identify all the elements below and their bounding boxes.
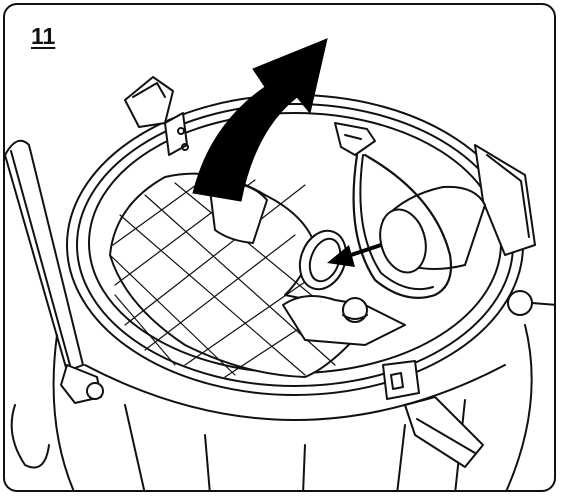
side-clip-right [474, 144, 554, 316]
retaining-strap [334, 122, 453, 299]
figure-panel: 11 [3, 3, 556, 492]
arrow-left-icon [327, 243, 382, 267]
vacuum-illustration [5, 38, 554, 490]
latch-clip-front [382, 360, 484, 468]
tank-body [10, 324, 533, 490]
handle-pole [5, 139, 104, 404]
curved-up-arrow-icon [192, 38, 328, 202]
intake-tube [379, 185, 486, 274]
bag-inlet [298, 229, 348, 291]
step-number: 11 [31, 23, 56, 49]
latch-clip-top [124, 76, 189, 156]
